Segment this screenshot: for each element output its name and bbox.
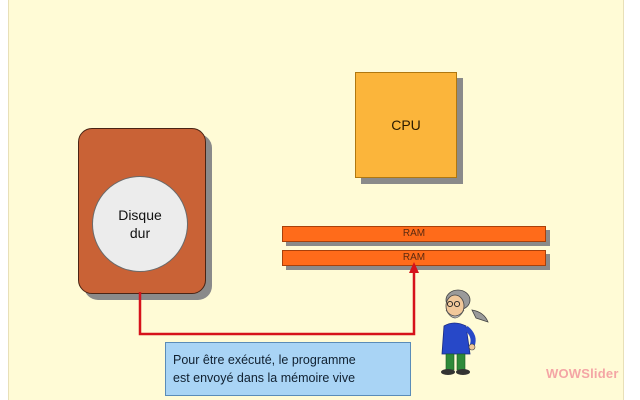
arrowhead-icon bbox=[409, 262, 419, 273]
ram-label-2: RAM bbox=[402, 252, 426, 263]
hard-disk-platter: Disque dur bbox=[92, 176, 188, 272]
cpu-label: CPU bbox=[391, 117, 421, 133]
cartoon-bearded-man-icon bbox=[441, 289, 489, 375]
disk-label-line2: dur bbox=[129, 225, 151, 241]
disk-label-line1: Disque bbox=[118, 207, 162, 223]
ram-bar-1: RAM bbox=[282, 226, 546, 242]
callout-line1: Pour être exécuté, le programme bbox=[173, 353, 356, 367]
wire-path bbox=[138, 266, 416, 336]
explanation-callout: Pour être exécuté, le programme est envo… bbox=[165, 342, 411, 396]
wowslider-watermark[interactable]: WOWSlider bbox=[546, 366, 619, 381]
callout-line2: est envoyé dans la mémoire vive bbox=[173, 371, 356, 385]
cpu-block: CPU bbox=[355, 72, 457, 178]
ram-label-1: RAM bbox=[402, 228, 426, 239]
